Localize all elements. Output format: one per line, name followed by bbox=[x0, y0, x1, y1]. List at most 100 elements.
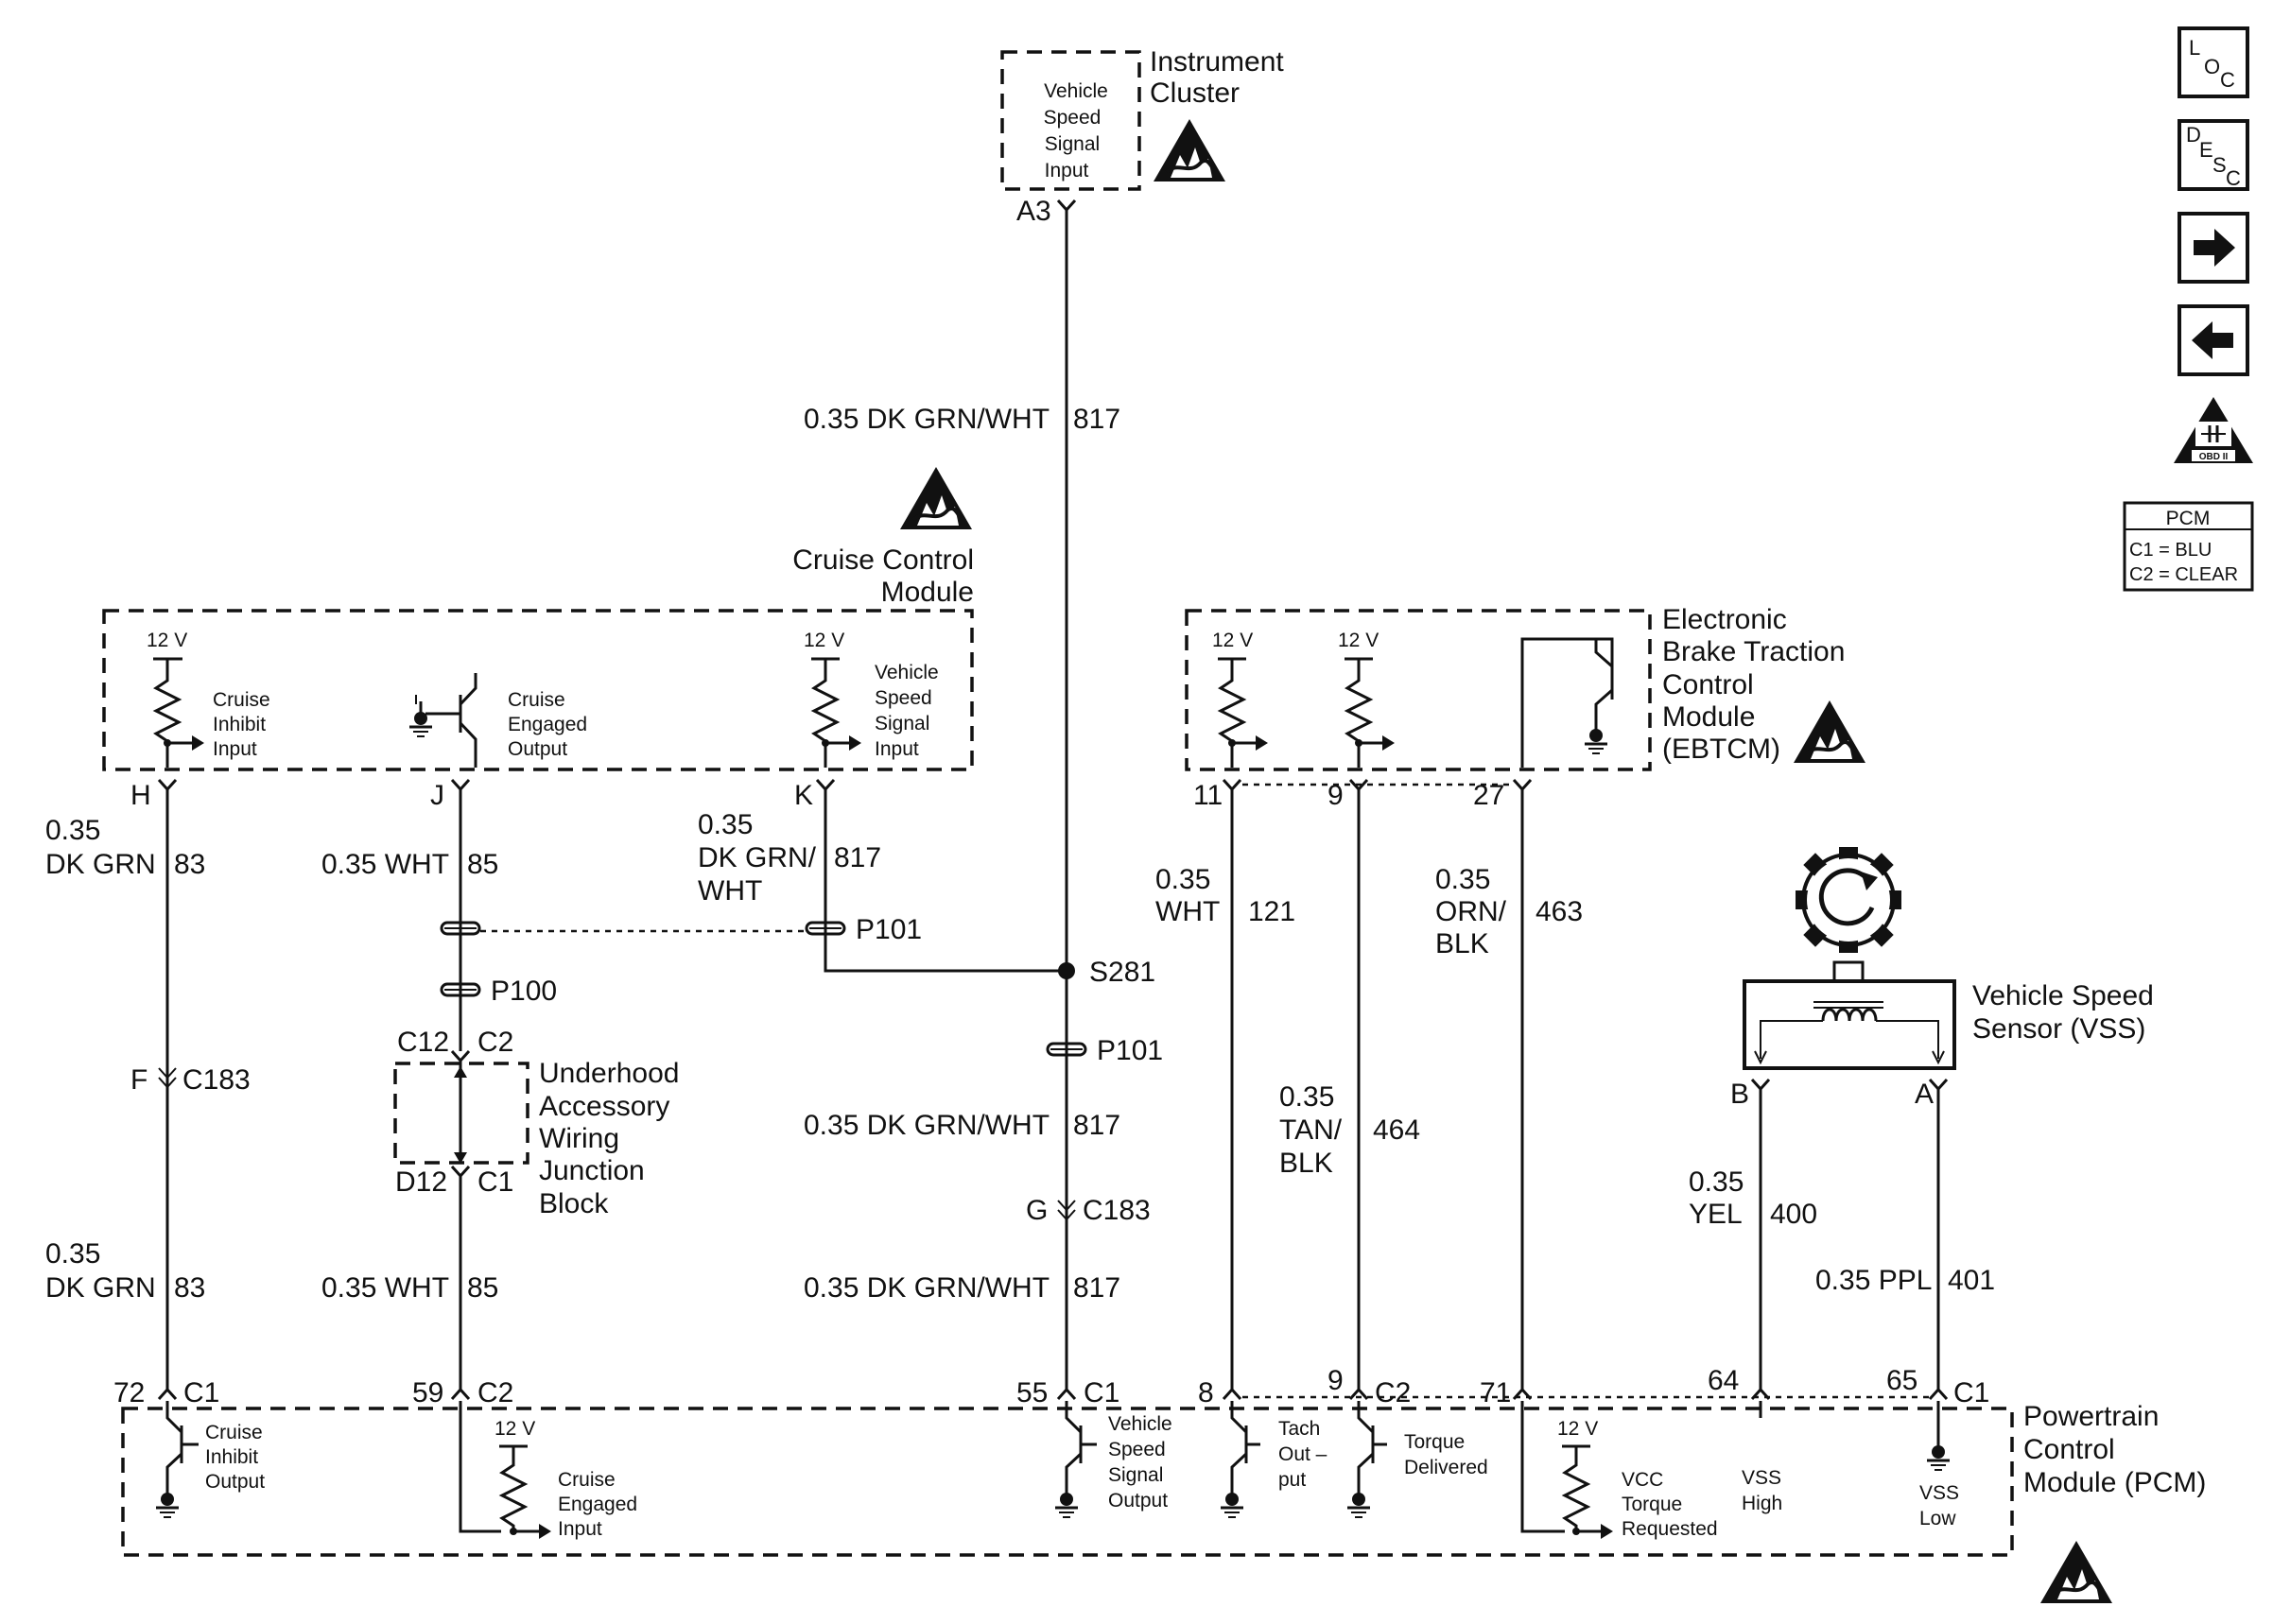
ccm-vss-label: Input bbox=[875, 738, 919, 760]
esd-warning-icon bbox=[1152, 117, 1227, 183]
underhood-title: Wiring bbox=[539, 1123, 619, 1154]
pin-label: 27 bbox=[1473, 780, 1504, 811]
pcm-engaged-label: Cruise bbox=[558, 1469, 616, 1491]
pin-label: 9 bbox=[1327, 780, 1344, 811]
wire-85-label: 0.35 WHT bbox=[321, 849, 449, 880]
pcm-title: Control bbox=[2023, 1434, 2115, 1465]
wire-463-label: 0.35 bbox=[1435, 864, 1490, 895]
ccm-title: Cruise Control bbox=[792, 544, 974, 576]
pin-label: C2 bbox=[1375, 1377, 1411, 1408]
wire-400-label: YEL bbox=[1689, 1199, 1743, 1230]
ccm-vss-label: Signal bbox=[875, 713, 929, 734]
wire-817-label: 0.35 DK GRN/WHT bbox=[804, 1110, 1050, 1141]
wire-817k-label: WHT bbox=[698, 875, 762, 907]
pcm-torque-label: Delivered bbox=[1404, 1457, 1488, 1478]
pcm-vss-out-label: Output bbox=[1108, 1490, 1168, 1512]
pcm-vss-high-label: High bbox=[1742, 1493, 1782, 1514]
ebtcm-title: Brake Traction bbox=[1662, 636, 1845, 667]
pin-label: J bbox=[430, 780, 444, 811]
ground-icon bbox=[1053, 1480, 1080, 1519]
splice-pack-icon bbox=[1046, 1042, 1087, 1057]
wire-83-circuit: 83 bbox=[174, 849, 205, 880]
pin-label: G bbox=[1026, 1195, 1048, 1226]
ccm-engaged-label: Engaged bbox=[508, 714, 587, 735]
pcm-vss-out-label: Vehicle bbox=[1108, 1413, 1172, 1435]
instrument-cluster-title: Instrument bbox=[1150, 46, 1284, 78]
obd-ii-button[interactable]: OBD II bbox=[2174, 397, 2253, 463]
pin-fork-icon bbox=[1348, 778, 1369, 803]
wire-817-circuit: 817 bbox=[834, 842, 881, 873]
pcm-module: 72 C1 59 C2 55 C1 8 9 C2 71 64 65 C1 Cru… bbox=[113, 1365, 2206, 1605]
loc-letter: L bbox=[2189, 36, 2200, 60]
underhood-junction-block: Underhood Accessory Wiring Junction Bloc… bbox=[393, 1058, 679, 1219]
description-button[interactable]: D E S C bbox=[2178, 119, 2249, 191]
ebtcm-title: Control bbox=[1662, 669, 1754, 700]
ccm-inhibit-label: Cruise bbox=[213, 689, 270, 711]
pin-label: 9 bbox=[1327, 1365, 1344, 1396]
wire-83-label: 0.35 bbox=[45, 815, 100, 846]
splice-pack-icon bbox=[805, 921, 846, 936]
pin-fork-icon bbox=[815, 778, 836, 803]
ic-input-label: Vehicle bbox=[1044, 80, 1108, 102]
pcm-vcc-label: Requested bbox=[1622, 1518, 1718, 1540]
wire-83-label: DK GRN bbox=[45, 1272, 156, 1304]
wire-401-label: 0.35 PPL bbox=[1815, 1265, 1932, 1296]
connector-label: C183 bbox=[1083, 1195, 1151, 1226]
loc-letter: C bbox=[2220, 68, 2235, 92]
pin-label: H bbox=[130, 780, 151, 811]
legend-title: PCM bbox=[2166, 508, 2211, 529]
vehicle-speed-sensor: Vehicle Speed Sensor (VSS) B A bbox=[1730, 847, 2154, 1110]
pin-fork-icon bbox=[1222, 1376, 1242, 1401]
wire-817-circuit: 817 bbox=[1073, 404, 1120, 435]
pcm-vcc-label: Torque bbox=[1622, 1494, 1682, 1515]
underhood-title: Junction bbox=[539, 1155, 645, 1186]
connector-label: P101 bbox=[856, 914, 922, 945]
pin-label: 65 bbox=[1886, 1365, 1917, 1396]
ic-input-label: Input bbox=[1045, 160, 1089, 181]
pin-fork-icon bbox=[450, 1376, 471, 1401]
pin-fork-icon bbox=[1928, 1376, 1949, 1401]
pcm-vss-out-label: Signal bbox=[1108, 1464, 1163, 1486]
pin-label: A3 bbox=[1016, 196, 1051, 227]
pin-label: B bbox=[1730, 1079, 1749, 1110]
ground-icon bbox=[1583, 717, 1609, 755]
connector-label: S281 bbox=[1089, 957, 1155, 988]
pin-fork-icon bbox=[1750, 1078, 1771, 1102]
legend-c2: C2 = CLEAR bbox=[2129, 564, 2238, 585]
pin-label: A bbox=[1915, 1079, 1934, 1110]
pin-fork-icon bbox=[1056, 1376, 1077, 1401]
esd-warning-icon bbox=[1792, 699, 1867, 765]
pcm-tach-label: Tach bbox=[1278, 1418, 1320, 1440]
pin-fork-icon bbox=[1056, 199, 1077, 223]
pin-label: 64 bbox=[1708, 1365, 1739, 1396]
ground-icon bbox=[1345, 1480, 1372, 1519]
pin-fork-icon bbox=[1512, 778, 1533, 803]
pcm-vss-out-label: Speed bbox=[1108, 1439, 1166, 1460]
pin-fork-icon bbox=[450, 1165, 471, 1189]
v12-label: 12 V bbox=[1338, 630, 1379, 651]
splice-s281 bbox=[1058, 962, 1075, 979]
pin-label: C12 bbox=[397, 1027, 449, 1058]
wire-85-circuit: 85 bbox=[467, 1272, 498, 1304]
ic-input-label: Signal bbox=[1045, 133, 1100, 155]
underhood-title: Block bbox=[539, 1188, 609, 1219]
pcm-vcc-label: VCC bbox=[1622, 1469, 1663, 1491]
wire-463-circuit: 463 bbox=[1536, 896, 1583, 927]
pin-label: F bbox=[130, 1064, 147, 1096]
wire-817-label: 0.35 DK GRN/WHT bbox=[804, 404, 1050, 435]
ccm-inhibit-label: Input bbox=[213, 738, 257, 760]
ic-input-label: Speed bbox=[1044, 107, 1102, 129]
ccm-vss-label: Speed bbox=[875, 687, 932, 709]
pcm-vss-low-label: VSS bbox=[1919, 1482, 1959, 1504]
v12-label: 12 V bbox=[804, 630, 844, 651]
pin-fork-icon bbox=[157, 778, 178, 803]
desc-letter: E bbox=[2199, 138, 2213, 162]
cruise-control-module: Cruise Control Module 12 V Cruise Inhibi… bbox=[102, 465, 974, 811]
next-button[interactable] bbox=[2178, 212, 2249, 284]
desc-letter: C bbox=[2226, 166, 2241, 190]
pin-label: C2 bbox=[477, 1027, 513, 1058]
location-button[interactable]: L O C bbox=[2178, 26, 2249, 98]
pcm-vss-low-label: Low bbox=[1919, 1508, 1956, 1529]
previous-button[interactable] bbox=[2178, 304, 2249, 376]
wire-464-circuit: 464 bbox=[1373, 1114, 1420, 1146]
